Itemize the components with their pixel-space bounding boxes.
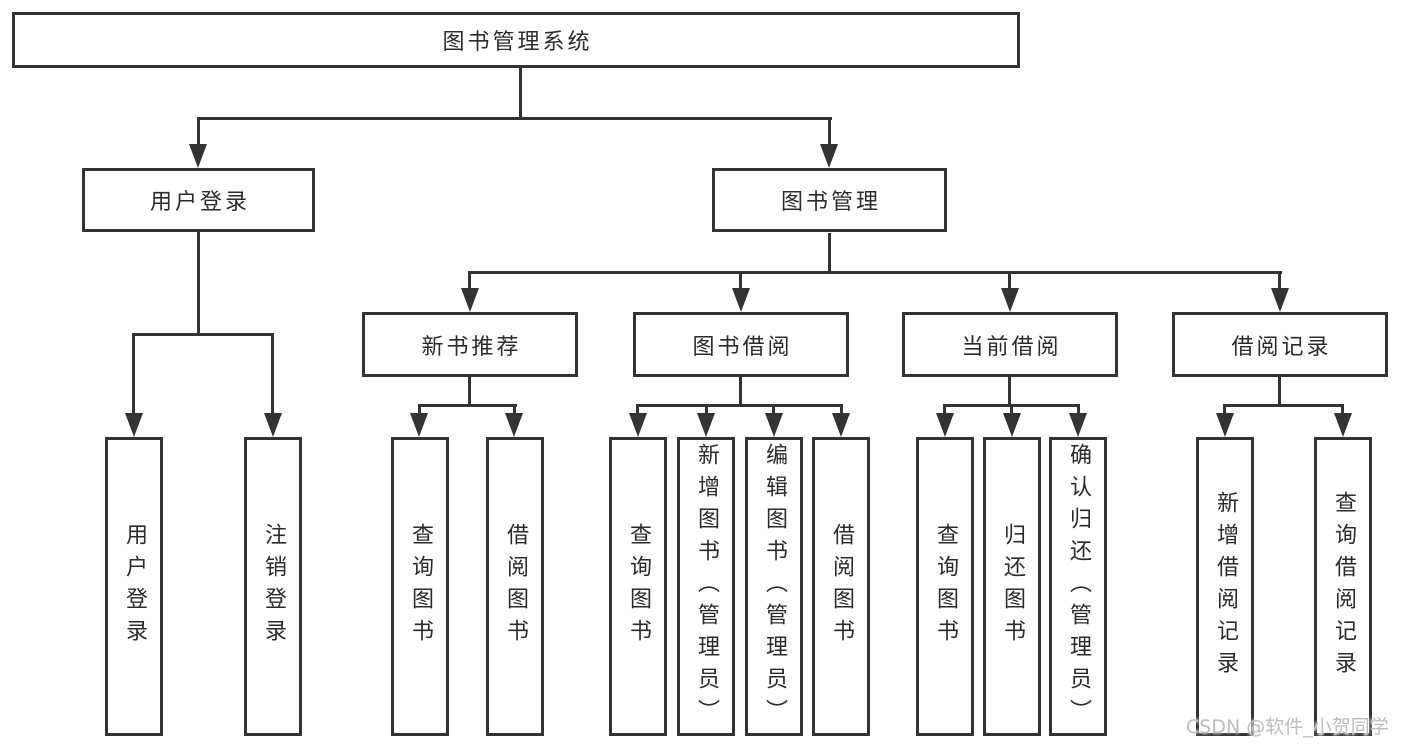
- arrow-down-icon: [832, 413, 850, 437]
- arrow-down-icon: [264, 413, 282, 437]
- node-book-borrow: 图书借阅: [633, 312, 849, 377]
- connector-line: [271, 333, 274, 416]
- connector-line: [705, 404, 708, 416]
- connector-line: [636, 404, 639, 416]
- connector-line: [468, 271, 471, 291]
- arrow-down-icon: [505, 413, 523, 437]
- leaf-query-borrow-record: 查询借阅记录: [1314, 437, 1372, 736]
- leaf-borrow-books-recommend: 借阅图书: [486, 437, 544, 736]
- leaf-query-books-recommend: 查询图书: [391, 437, 449, 736]
- leaf-user-login: 用户登录: [105, 437, 163, 736]
- node-root: 图书管理系统: [12, 12, 1020, 68]
- leaf-logout: 注销登录: [244, 437, 302, 736]
- arrow-down-icon: [1003, 413, 1021, 437]
- arrow-down-icon: [461, 288, 479, 312]
- connector-line: [1008, 271, 1011, 291]
- arrow-down-icon: [732, 288, 750, 312]
- connector-line: [197, 117, 200, 148]
- leaf-query-books-current: 查询图书: [916, 437, 974, 736]
- connector-line: [772, 404, 775, 416]
- arrow-down-icon: [697, 413, 715, 437]
- connector-line: [1077, 404, 1080, 416]
- leaf-edit-book-admin: 编辑图书（管理员）: [745, 437, 803, 736]
- connector-line: [1010, 404, 1013, 416]
- leaf-return-book: 归还图书: [983, 437, 1041, 736]
- connector-line: [1223, 404, 1344, 407]
- connector-line: [418, 404, 421, 416]
- node-new-book-recommend: 新书推荐: [362, 312, 578, 377]
- connector-line: [513, 404, 516, 416]
- node-book-management: 图书管理: [712, 168, 947, 232]
- connector-line: [418, 404, 517, 407]
- arrow-down-icon: [629, 413, 647, 437]
- arrow-down-icon: [936, 413, 954, 437]
- connector-line: [739, 271, 742, 291]
- connector-line: [1341, 404, 1344, 416]
- arrow-down-icon: [1334, 413, 1352, 437]
- connector-line: [1223, 404, 1226, 416]
- arrow-down-icon: [410, 413, 428, 437]
- leaf-add-book-admin: 新增图书（管理员）: [677, 437, 735, 736]
- arrow-down-icon: [125, 413, 143, 437]
- connector-line: [828, 233, 831, 273]
- connector-line: [197, 117, 832, 120]
- connector-line: [1278, 271, 1281, 291]
- leaf-query-books-borrow: 查询图书: [609, 437, 667, 736]
- leaf-confirm-return-admin: 确认归还（管理员）: [1049, 437, 1107, 736]
- leaf-add-borrow-record: 新增借阅记录: [1196, 437, 1254, 736]
- csdn-watermark: CSDN @软件_小贺同学: [1186, 716, 1389, 738]
- connector-line: [197, 232, 200, 336]
- arrow-down-icon: [1216, 413, 1234, 437]
- connector-line: [840, 404, 843, 416]
- arrow-down-icon: [1001, 288, 1019, 312]
- connector-line: [739, 377, 742, 407]
- arrow-down-icon: [1271, 288, 1289, 312]
- connector-line: [1278, 377, 1281, 407]
- node-current-borrow: 当前借阅: [902, 312, 1118, 377]
- connector-line: [828, 117, 831, 148]
- leaf-borrow-books: 借阅图书: [812, 437, 870, 736]
- connector-line: [636, 404, 843, 407]
- arrow-down-icon: [1069, 413, 1087, 437]
- connector-line: [519, 68, 522, 119]
- connector-line: [468, 271, 1282, 274]
- arrow-down-icon: [189, 144, 207, 168]
- connector-line: [1008, 377, 1011, 407]
- arrow-down-icon: [820, 144, 838, 168]
- connector-line: [132, 333, 274, 336]
- node-user-login: 用户登录: [82, 168, 315, 232]
- arrow-down-icon: [765, 413, 783, 437]
- connector-line: [132, 333, 135, 416]
- connector-line: [468, 377, 471, 407]
- connector-line: [943, 404, 946, 416]
- node-borrow-records: 借阅记录: [1172, 312, 1388, 377]
